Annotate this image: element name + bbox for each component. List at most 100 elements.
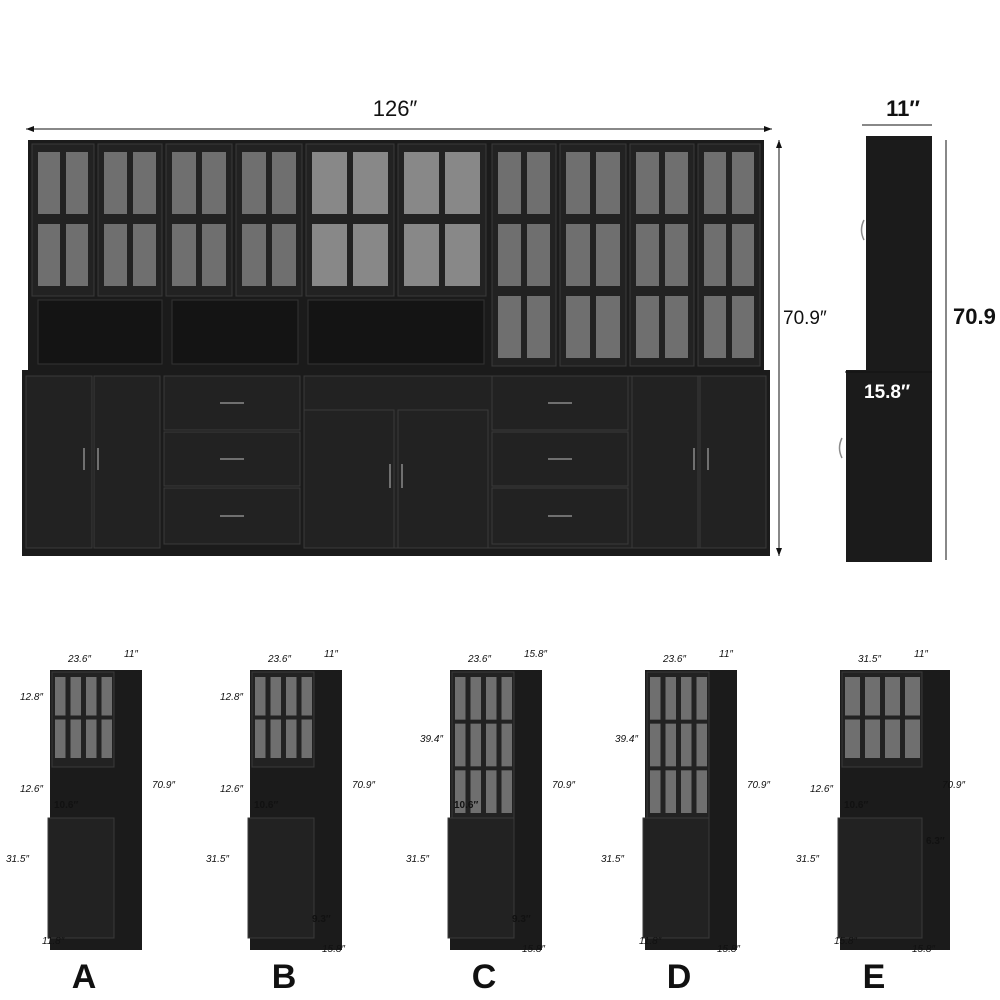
glass-pane	[527, 152, 550, 214]
glass-pane	[70, 677, 81, 716]
glass-pane	[905, 677, 920, 716]
glass-pane	[404, 224, 439, 286]
glass-pane	[845, 719, 860, 758]
open-cubby-1	[37, 299, 163, 365]
unit-top-height-label: 39.4″	[420, 734, 443, 745]
unit-d: 23.6″11″39.4″70.9″31.5″11.8″15.8″D	[601, 649, 770, 996]
unit-depth-label: 11″	[124, 649, 138, 660]
unit-letter: D	[667, 958, 692, 996]
glass-pane	[845, 677, 860, 716]
glass-pane	[696, 723, 707, 767]
glass-pane	[353, 224, 388, 286]
unit-base-depth-label: 15.8″	[322, 944, 345, 955]
glass-pane	[681, 677, 692, 720]
glass-pane	[404, 152, 439, 214]
unit-depth-label: 11″	[324, 649, 338, 660]
unit-base	[47, 817, 115, 939]
base-fronts	[25, 375, 767, 549]
arrow-left-icon	[26, 126, 34, 132]
arrow-down-icon	[776, 548, 782, 556]
unit-depth-label: 15.8″	[524, 649, 547, 660]
depth-bottom-label: 15.8″	[864, 382, 910, 403]
base-door	[25, 375, 93, 549]
glass-pane	[732, 296, 754, 358]
glass-pane	[596, 152, 620, 214]
side-view: 11″ 15.8″ 70.9	[838, 96, 996, 562]
glass-pane	[101, 719, 112, 758]
unit-letter: E	[863, 958, 886, 996]
side-handle-icon	[860, 219, 865, 241]
base-door	[93, 375, 161, 549]
glass-pane	[202, 152, 226, 214]
glass-pane	[704, 296, 726, 358]
glass-pane	[665, 224, 688, 286]
unit-letter: B	[272, 958, 297, 996]
glass-pane	[445, 152, 480, 214]
unit-depth-label: 11″	[719, 649, 733, 660]
unit-views: 23.6″11″12.8″12.6″10.6″70.9″31.5″11.8″A2…	[6, 649, 965, 996]
glass-pane	[270, 677, 281, 716]
unit-height-label: 70.9″	[352, 780, 375, 791]
glass-pane	[650, 677, 661, 720]
side-height-label: 70.9	[953, 304, 996, 329]
glass-pane	[665, 723, 676, 767]
glass-pane	[312, 224, 347, 286]
glass-pane	[732, 152, 754, 214]
unit-base-height-label: 31.5″	[206, 854, 229, 865]
base-door	[631, 375, 699, 549]
glass-pane	[133, 224, 156, 286]
glass-pane	[172, 152, 196, 214]
glass-pane	[104, 152, 127, 214]
unit-height-label: 70.9″	[552, 780, 575, 791]
unit-base-depth-left-label: 11.8″	[639, 936, 662, 947]
unit-letter: A	[72, 958, 97, 996]
glass-pane	[470, 677, 481, 720]
glass-pane	[501, 677, 512, 720]
arrow-right-icon	[764, 126, 772, 132]
side-base	[846, 370, 932, 562]
glass-pane	[286, 677, 297, 716]
glass-pane	[255, 677, 266, 716]
glass-pane	[455, 677, 466, 720]
unit-base	[247, 817, 315, 939]
glass-pane	[38, 224, 60, 286]
glass-pane	[732, 224, 754, 286]
height-label: 70.9″	[783, 308, 827, 329]
glass-pane	[498, 152, 521, 214]
glass-pane	[470, 723, 481, 767]
unit-open-height-label: 12.6″	[20, 784, 43, 795]
unit-width-label: 23.6″	[467, 654, 491, 665]
unit-base-height-label: 31.5″	[601, 854, 624, 865]
glass-pane	[101, 677, 112, 716]
unit-width-label: 23.6″	[67, 654, 91, 665]
glass-pane	[272, 224, 296, 286]
glass-pane	[566, 224, 590, 286]
glass-pane	[885, 677, 900, 716]
glass-pane	[242, 224, 266, 286]
unit-open-height-label: 12.6″	[220, 784, 243, 795]
glass-pane	[486, 723, 497, 767]
unit-width-label: 23.6″	[662, 654, 686, 665]
glass-pane	[681, 770, 692, 813]
glass-pane	[455, 723, 466, 767]
glass-pane	[704, 224, 726, 286]
unit-base-height-label: 31.5″	[6, 854, 29, 865]
glass-pane	[681, 723, 692, 767]
glass-pane	[527, 296, 550, 358]
unit-base	[837, 817, 923, 939]
glass-pane	[255, 719, 266, 758]
unit-top-height-label: 12.8″	[220, 692, 243, 703]
glass-pane	[55, 677, 66, 716]
unit-width-label: 23.6″	[267, 654, 291, 665]
unit-height-label: 70.9″	[942, 780, 965, 791]
width-label: 126″	[373, 96, 418, 121]
glass-pane	[312, 152, 347, 214]
unit-drawer-height-label: 9.3″	[512, 914, 531, 925]
glass-pane	[696, 770, 707, 813]
unit-width-label: 31.5″	[858, 654, 881, 665]
glass-pane	[885, 719, 900, 758]
glass-pane	[86, 677, 97, 716]
unit-open-height-label: 12.6″	[810, 784, 833, 795]
glass-pane	[665, 770, 676, 813]
